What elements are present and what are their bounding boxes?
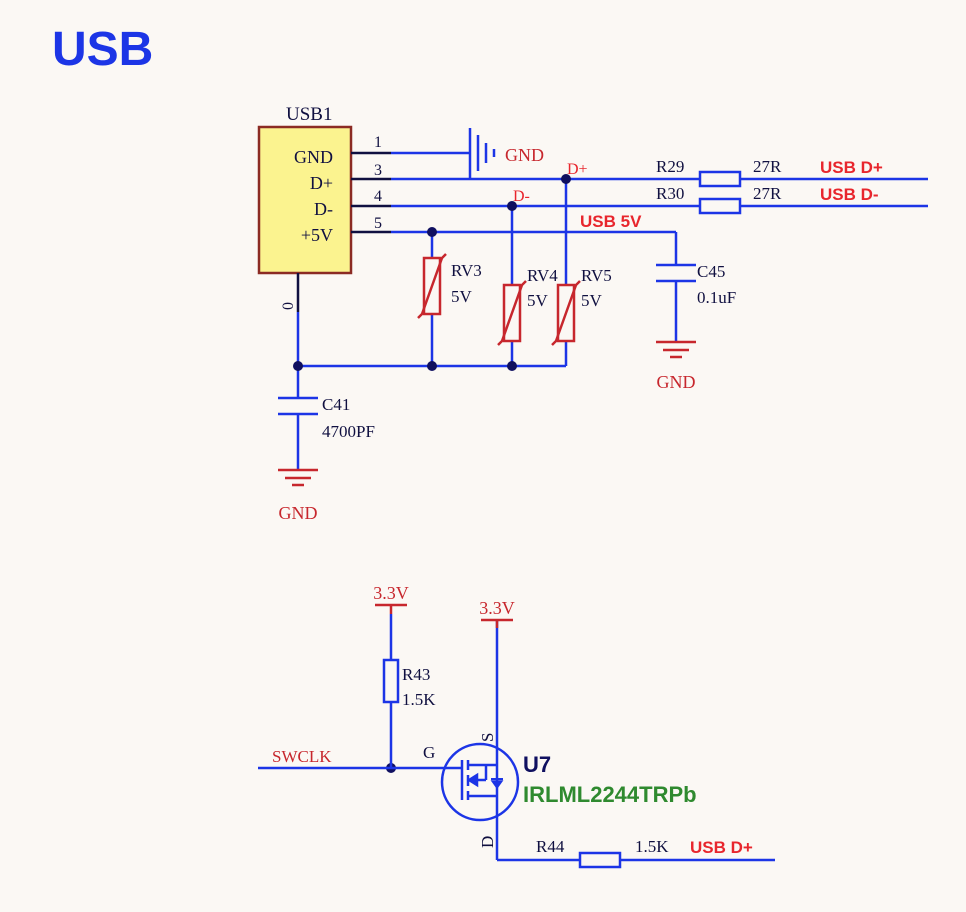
usb-pin-num-3: 3 <box>374 162 382 179</box>
net-label-33v-r43: 3.3V <box>373 583 409 603</box>
rv3-ref: RV3 <box>451 261 482 280</box>
gnd-icon <box>468 128 496 179</box>
net-label-usb-dminus: USB D- <box>820 185 879 204</box>
resistor-r29[interactable] <box>698 170 742 188</box>
r43-value: 1.5K <box>402 690 436 709</box>
r29-value: 27R <box>753 157 782 176</box>
schematic-title: USB <box>52 23 154 76</box>
c41-ref: C41 <box>322 395 350 414</box>
usb-connector-body <box>257 125 353 275</box>
r43-ref: R43 <box>402 665 430 684</box>
usb-pin-name-5v: +5V <box>301 225 333 245</box>
c45-value: 0.1uF <box>697 288 736 307</box>
usb-pin-name-dminus: D- <box>314 199 333 219</box>
rv5-value: 5V <box>581 291 603 310</box>
net-label-33v-mosfet: 3.3V <box>479 598 515 618</box>
gnd-label-c41: GND <box>279 503 318 523</box>
net-label-dminus: D- <box>513 188 530 205</box>
resistor-r44[interactable] <box>578 851 622 869</box>
r30-ref: R30 <box>656 184 684 203</box>
wires-lower <box>258 614 775 862</box>
usb-shield-pin-num: 0 <box>280 302 297 310</box>
usb-connector-designator: USB1 <box>286 104 332 125</box>
usb-pin-name-gnd: GND <box>294 147 333 167</box>
usb-pin-name-dplus: D+ <box>310 173 333 193</box>
junctions <box>293 174 571 773</box>
r44-ref: R44 <box>536 837 565 856</box>
rv3-value: 5V <box>451 287 473 306</box>
capacitor-c45[interactable] <box>656 263 696 283</box>
power-33v-icon <box>375 603 407 614</box>
mosfet-pin-d: D <box>478 836 497 848</box>
r30-value: 27R <box>753 184 782 203</box>
usb-connector[interactable] <box>257 125 353 275</box>
power-33v-icon <box>481 618 513 628</box>
r44-value: 1.5K <box>635 837 669 856</box>
net-label-usb-dplus-r44: USB D+ <box>690 838 753 857</box>
net-label-swclk: SWCLK <box>272 747 332 766</box>
mosfet-pin-s: S <box>478 733 497 742</box>
gnd-label-c45: GND <box>657 372 696 392</box>
varistor-rv5[interactable] <box>551 280 581 346</box>
varistor-rv4[interactable] <box>497 280 527 346</box>
c45-ref: C45 <box>697 262 725 281</box>
varistor-rv3[interactable] <box>417 253 447 319</box>
mosfet-part: IRLML2244TRPb <box>523 782 697 807</box>
mosfet-ref: U7 <box>523 752 551 777</box>
gnd-label-pin1: GND <box>505 145 544 165</box>
rv5-ref: RV5 <box>581 266 612 285</box>
net-label-dplus: D+ <box>567 161 588 178</box>
usb-pin-num-1: 1 <box>374 134 382 151</box>
c41-value: 4700PF <box>322 422 375 441</box>
gnd-icon <box>656 340 696 359</box>
gnd-icon <box>278 468 318 487</box>
r29-ref: R29 <box>656 157 684 176</box>
usb-pin-num-4: 4 <box>374 188 382 205</box>
capacitor-c41[interactable] <box>278 396 318 416</box>
rv4-ref: RV4 <box>527 266 558 285</box>
mosfet-pin-g: G <box>423 743 435 762</box>
mosfet-u7[interactable] <box>440 742 520 822</box>
resistor-r43[interactable] <box>382 658 400 704</box>
usb-pin-num-5: 5 <box>374 215 382 232</box>
net-label-usb-5v: USB 5V <box>580 212 642 231</box>
net-label-usb-dplus: USB D+ <box>820 158 883 177</box>
resistor-r30[interactable] <box>698 197 742 215</box>
rv4-value: 5V <box>527 291 549 310</box>
